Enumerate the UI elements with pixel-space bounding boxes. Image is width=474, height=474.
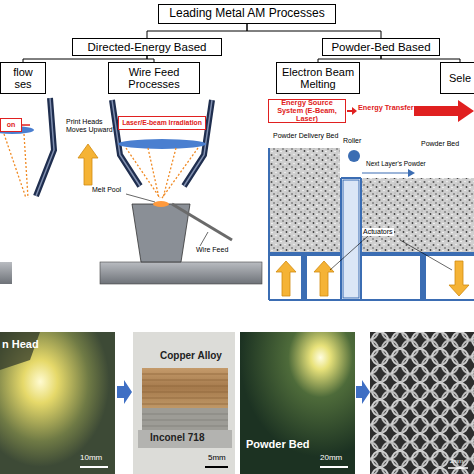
root-box: Leading Metal AM Processes bbox=[158, 4, 336, 24]
part-label: Powder Delivery Bed bbox=[272, 132, 339, 140]
process-box: Sele bbox=[440, 62, 474, 94]
part-label: Roller bbox=[342, 137, 362, 145]
photo-label: Inconel 718 bbox=[150, 432, 204, 443]
process-box: Electron Beam Melting bbox=[276, 62, 360, 94]
scale-label: 20mm bbox=[320, 454, 342, 463]
node-text: flow ses bbox=[8, 66, 38, 90]
tree-connector bbox=[247, 24, 381, 38]
process-box: Wire Feed Processes bbox=[108, 62, 200, 94]
part-label: Next Layer's Powder bbox=[366, 160, 426, 167]
node-text: Directed-Energy Based bbox=[88, 41, 207, 54]
energy-box: Laser/E-beam Irradiation bbox=[118, 116, 206, 130]
photo-label: Powder Bed bbox=[246, 438, 310, 450]
node-text: Powder-Bed Based bbox=[331, 41, 430, 54]
node-text: Wire Feed Processes bbox=[124, 66, 184, 90]
annotation-label: Melt Pool bbox=[92, 186, 121, 194]
node-text: Sele bbox=[449, 72, 471, 84]
process-box: flow ses bbox=[0, 62, 46, 94]
node-text: on bbox=[7, 121, 16, 129]
node-text: Laser/E-beam Irradiation bbox=[122, 119, 202, 126]
node-text: Electron Beam Melting bbox=[279, 66, 357, 90]
annotation-label: Wire Feed bbox=[196, 246, 228, 254]
energy-box: on bbox=[0, 118, 22, 132]
node-text: Leading Metal AM Processes bbox=[169, 7, 324, 20]
category-box: Directed-Energy Based bbox=[72, 38, 222, 56]
part-label: Powder Bed bbox=[420, 140, 460, 148]
scale-label: 10mm bbox=[80, 454, 102, 463]
energy-label: Energy Transfer bbox=[358, 104, 414, 112]
scale-label: 5mm bbox=[208, 454, 226, 463]
annotation-label: Print Heads Moves Upward bbox=[66, 118, 114, 133]
energy-box: Energy Source System (E-Beam, Laser) bbox=[268, 99, 346, 123]
category-box: Powder-Bed Based bbox=[322, 38, 440, 56]
scale-label: 2mm bbox=[450, 458, 463, 465]
node-text: Energy Source System (E-Beam, Laser) bbox=[270, 99, 344, 123]
part-label: Actuators bbox=[362, 228, 394, 236]
photo-label: Copper Alloy bbox=[160, 350, 222, 361]
tree-connector bbox=[147, 24, 247, 38]
photo-label: n Head bbox=[2, 338, 39, 350]
